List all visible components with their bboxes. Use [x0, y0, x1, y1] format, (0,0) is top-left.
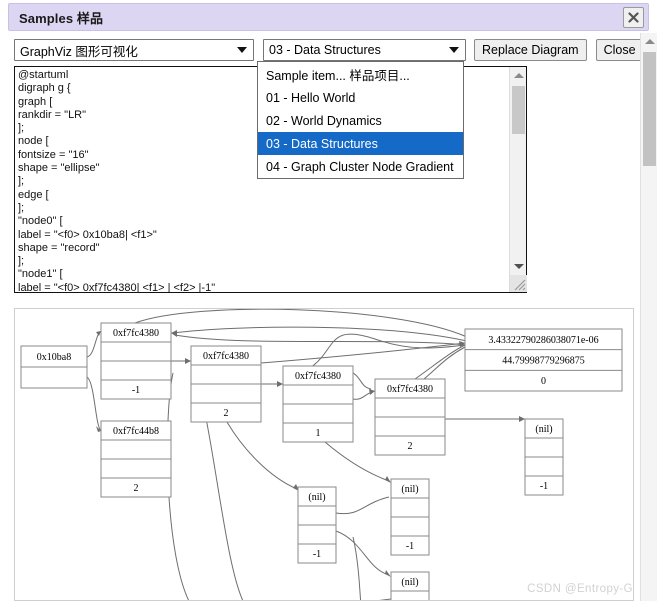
diagram-node: (nil)-1 [390, 571, 430, 600]
replace-diagram-button[interactable]: Replace Diagram [474, 39, 587, 61]
diagram-node-label: 2 [224, 408, 229, 419]
diagram-node: 0xf7fc4380 -1 [100, 322, 172, 400]
diagram-node-label: 0xf7fc4380 [203, 351, 249, 362]
diagram-node-label: 0xf7fc4380 [295, 371, 341, 382]
dropdown-option-label: 03 - Data Structures [266, 136, 378, 151]
diagram-node: 0x10ba8 [20, 345, 88, 389]
diagram-node-label: -1 [540, 481, 548, 492]
diagram-node-label: (nil) [535, 424, 552, 435]
page-scrollbar[interactable] [640, 33, 657, 601]
diagram-node: 0xf7fc44b8 2 [100, 420, 172, 498]
diagram-node: (nil) -1 [297, 486, 337, 564]
diagram-node-label: 44.79998779296875 [502, 356, 585, 367]
diagram-node-label: (nil) [308, 492, 325, 503]
source-editor-text[interactable]: @startuml digraph g { graph [ rankdir = … [18, 69, 216, 292]
dropdown-option-selected[interactable]: 03 - Data Structures [258, 132, 463, 155]
dropdown-option[interactable]: Sample item... 样品项目... [258, 63, 463, 86]
diagram-node: 0xf7fc4380 2 [374, 378, 446, 456]
diagram-node-label: -1 [406, 541, 414, 552]
sample-select[interactable]: 03 - Data Structures [263, 39, 466, 61]
dropdown-option[interactable]: 01 - Hello World [258, 86, 463, 109]
diagram-node-label: 1 [316, 428, 321, 439]
dialog-titlebar: Samples 样品 [8, 3, 649, 31]
diagram-node-label: 0xf7fc44b8 [113, 426, 159, 437]
dropdown-option-label: 04 - Graph Cluster Node Gradient [266, 159, 454, 174]
editor-scrollbar-thumb[interactable] [512, 86, 525, 134]
diagram-node: (nil) -1 [524, 418, 564, 496]
editor-scrollbar[interactable] [509, 67, 527, 292]
diagram-node-label: 3.43322790286038071e-06 [488, 335, 598, 346]
dropdown-option[interactable]: 04 - Graph Cluster Node Gradient [258, 155, 463, 178]
sample-select-value: 03 - Data Structures [269, 43, 381, 57]
close-icon[interactable] [623, 7, 644, 28]
diagram-node-label: 2 [408, 441, 413, 452]
chevron-down-icon [237, 47, 247, 53]
scroll-up-icon[interactable] [510, 67, 527, 84]
resize-grip-icon[interactable] [510, 275, 527, 292]
diagram-node: 0xf7fc4380 1 [282, 365, 354, 443]
page-title: Samples 样品 [19, 10, 104, 26]
dropdown-option-label: 02 - World Dynamics [266, 113, 382, 128]
close-button[interactable]: Close [595, 39, 644, 61]
dropdown-option-label: 01 - Hello World [266, 90, 356, 105]
renderer-select-value: GraphViz 图形可视化 [20, 44, 138, 59]
diagram-node-label: 2 [134, 483, 139, 494]
page-scrollbar-thumb[interactable] [643, 52, 656, 166]
diagram-node-label: 0xf7fc4380 [113, 328, 159, 339]
diagram-node: (nil) -1 [390, 478, 430, 556]
renderer-select[interactable]: GraphViz 图形可视化 [14, 39, 254, 61]
diagram-node-label: -1 [313, 549, 321, 560]
diagram-node-label: -1 [132, 385, 140, 396]
diagram-node-label: (nil) [401, 577, 418, 588]
page-scroll-up-icon[interactable] [641, 33, 657, 50]
diagram-node: 3.43322790286038071e-06 44.79998779296875… [464, 328, 623, 392]
dropdown-option[interactable]: 02 - World Dynamics [258, 109, 463, 132]
diagram-node-label: 0xf7fc4380 [387, 384, 433, 395]
dropdown-option-label: Sample item... 样品项目... [266, 69, 410, 83]
diagram-node-label: 0x10ba8 [37, 352, 71, 363]
diagram-node-label: 0 [541, 376, 546, 387]
scroll-down-icon[interactable] [510, 258, 527, 275]
diagram-node: 0xf7fc4380 2 [190, 345, 262, 423]
graphviz-diagram: 0x10ba80xf7fc4380-10xf7fc44b820xf7fc4380… [20, 309, 623, 600]
diagram-node-label: (nil) [401, 484, 418, 495]
toolbar: GraphViz 图形可视化 03 - Data Structures Repl… [14, 39, 644, 61]
chevron-down-icon [449, 47, 459, 53]
sample-select-dropdown[interactable]: Sample item... 样品项目... 01 - Hello World … [257, 61, 464, 179]
diagram-nodes: 0x10ba80xf7fc4380-10xf7fc44b820xf7fc4380… [20, 322, 623, 600]
